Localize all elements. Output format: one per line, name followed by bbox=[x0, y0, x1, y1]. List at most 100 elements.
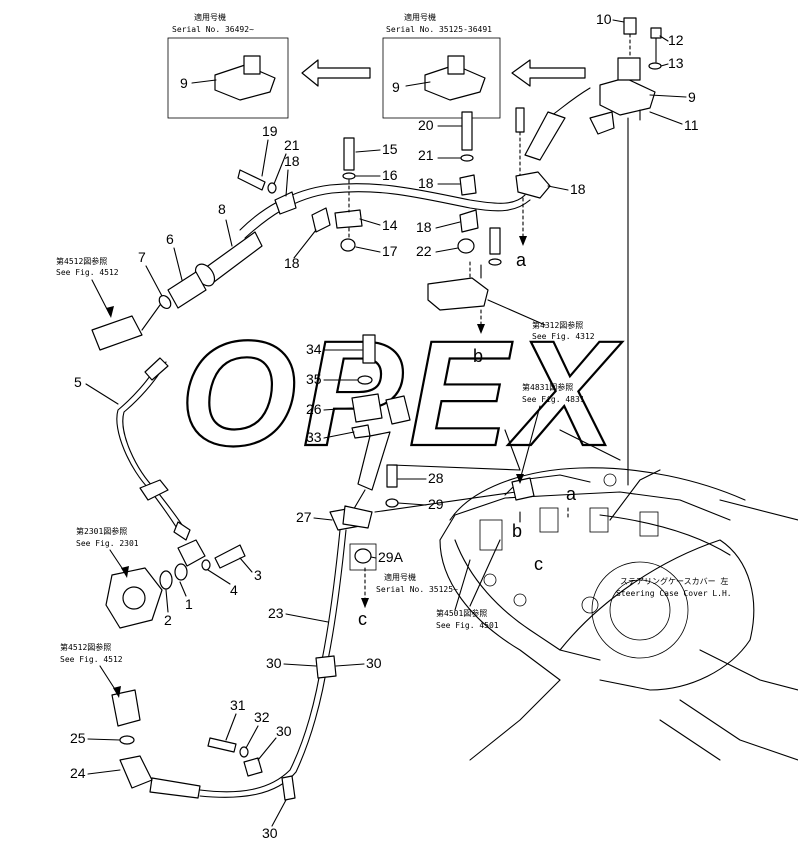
ref-4831-en: See Fig. 4831 bbox=[522, 395, 585, 404]
bolt-28 bbox=[386, 464, 398, 488]
inset-right-line2: Serial No. 35125-36491 bbox=[386, 25, 492, 34]
steering-case-jp: ステアリングケースカバー 左 bbox=[620, 576, 728, 586]
nut-17 bbox=[340, 238, 356, 252]
callout-18c: 18 bbox=[418, 175, 434, 191]
callout-27: 27 bbox=[296, 509, 312, 525]
washer-29 bbox=[385, 498, 399, 508]
callout-31: 31 bbox=[230, 697, 246, 713]
connector-c-housing: c bbox=[534, 554, 543, 574]
connector-a-housing: a bbox=[566, 484, 577, 504]
ref-4312-jp: 第4312図参照 bbox=[532, 320, 583, 330]
callout-9: 9 bbox=[688, 89, 696, 105]
inset-right-part: 9 bbox=[392, 79, 400, 95]
bolt-3 bbox=[214, 544, 246, 569]
callout-18b: 18 bbox=[284, 255, 300, 271]
valve-body bbox=[617, 57, 641, 81]
connector-a-top: a bbox=[516, 250, 527, 270]
arrow-left-1 bbox=[301, 59, 371, 87]
tee-fitting-18e bbox=[515, 171, 551, 199]
callout-35: 35 bbox=[306, 371, 322, 387]
ref-4312: 第4312図参照 See Fig. 4312 bbox=[532, 320, 595, 341]
clip-18d bbox=[459, 209, 479, 233]
callout-6: 6 bbox=[166, 231, 174, 247]
bolt-31 bbox=[207, 737, 237, 753]
valve-4512-upper bbox=[91, 315, 143, 351]
ref-4501-en: See Fig. 4501 bbox=[436, 621, 499, 630]
ref-4512-upper-en: See Fig. 4512 bbox=[56, 268, 119, 277]
inset-left: 適用号機 Serial No. 36492~ 9 bbox=[167, 12, 289, 119]
callout-26: 26 bbox=[306, 401, 322, 417]
oring-2 bbox=[159, 570, 173, 590]
hose-upper bbox=[524, 111, 566, 161]
callout-22: 22 bbox=[416, 243, 432, 259]
ref-4501-jp: 第4501図参照 bbox=[436, 608, 487, 618]
callout-18a: 18 bbox=[284, 153, 300, 169]
callout-33: 33 bbox=[306, 429, 322, 445]
callout-29a: 29A bbox=[378, 549, 404, 565]
washer-21a bbox=[267, 182, 277, 194]
callout-30a: 30 bbox=[266, 655, 282, 671]
inset-left-frame bbox=[167, 37, 289, 119]
callout-1: 1 bbox=[185, 596, 193, 612]
washer-32 bbox=[239, 746, 249, 758]
hose-center bbox=[357, 431, 391, 491]
inset-left-valve bbox=[243, 55, 261, 75]
valve-4512-lower bbox=[111, 689, 141, 727]
clamp-30 bbox=[315, 655, 337, 679]
callout-30b: 30 bbox=[366, 655, 382, 671]
callout-29: 29 bbox=[428, 496, 444, 512]
ref-4512-lower: 第4512図参照 See Fig. 4512 bbox=[60, 642, 123, 698]
callout-24: 24 bbox=[70, 765, 86, 781]
callout-14: 14 bbox=[382, 217, 398, 233]
fitting-11 bbox=[589, 111, 615, 135]
callout-19: 19 bbox=[262, 123, 278, 139]
plug-10 bbox=[623, 17, 637, 35]
fitting-6 bbox=[167, 271, 207, 309]
callout-4: 4 bbox=[230, 582, 238, 598]
ref-2301: 第2301図参照 See Fig. 2301 bbox=[76, 526, 139, 578]
hose-lower bbox=[149, 777, 201, 799]
callout-15: 15 bbox=[382, 141, 398, 157]
callout-18d: 18 bbox=[416, 219, 432, 235]
callout-2: 2 bbox=[164, 612, 172, 628]
ref-4512-upper-jp: 第4512図参照 bbox=[56, 256, 107, 266]
serial-29a-jp: 適用号機 bbox=[384, 572, 416, 582]
callout-5: 5 bbox=[74, 374, 82, 390]
fitting-1 bbox=[174, 563, 188, 581]
callout-30d: 30 bbox=[262, 825, 278, 841]
bolt-20 bbox=[461, 111, 473, 151]
connector-b-housing: b bbox=[512, 521, 522, 541]
clip-18c bbox=[459, 174, 477, 196]
ref-4512-lower-en: See Fig. 4512 bbox=[60, 655, 123, 664]
arrow-left-2 bbox=[511, 59, 586, 87]
watermark: OPEX bbox=[180, 309, 623, 477]
clip-30b bbox=[243, 757, 263, 777]
pipe-upper bbox=[239, 183, 526, 231]
oring-7 bbox=[158, 294, 172, 310]
bolt-34 bbox=[362, 334, 376, 364]
callout-23: 23 bbox=[268, 605, 284, 621]
callout-28: 28 bbox=[428, 470, 444, 486]
callout-10: 10 bbox=[596, 11, 612, 27]
clip-18a bbox=[274, 191, 297, 215]
washer-4 bbox=[201, 559, 211, 571]
inset-right-frame bbox=[382, 37, 501, 119]
callout-17: 17 bbox=[382, 243, 398, 259]
ref-4831: 第4831図参照 See Fig. 4831 bbox=[516, 382, 585, 484]
inset-left-part: 9 bbox=[180, 75, 188, 91]
valve-bracket bbox=[599, 77, 656, 116]
pipe-23 bbox=[199, 529, 341, 793]
ref-4501: 第4501図参照 See Fig. 4501 bbox=[436, 539, 501, 630]
bolt-19 bbox=[237, 169, 266, 191]
callout-8: 8 bbox=[218, 201, 226, 217]
washer-16 bbox=[342, 172, 356, 180]
junction-block bbox=[427, 277, 489, 311]
callout-25: 25 bbox=[70, 730, 86, 746]
callout-21a: 21 bbox=[284, 137, 300, 153]
callout-12: 12 bbox=[668, 32, 684, 48]
serial-29a-en: Serial No. 35125~ bbox=[376, 585, 458, 594]
callout-16: 16 bbox=[382, 167, 398, 183]
washer-35 bbox=[357, 375, 373, 385]
